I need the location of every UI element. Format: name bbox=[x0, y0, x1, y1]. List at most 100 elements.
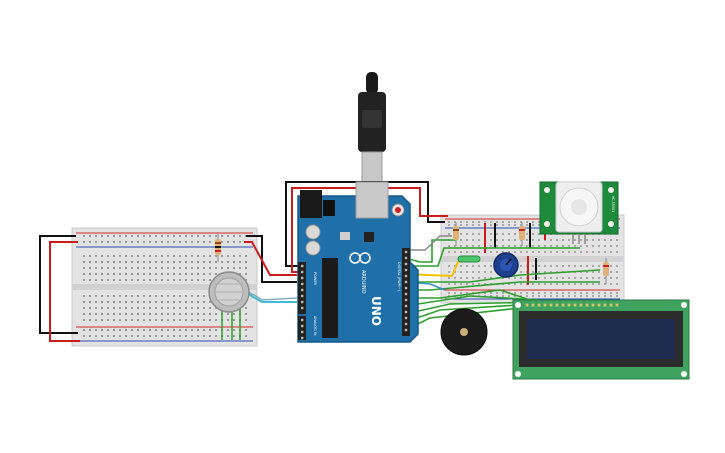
breadboard-hole bbox=[460, 265, 462, 267]
wire-aref-gray[interactable] bbox=[405, 235, 452, 251]
breadboard-hole bbox=[586, 265, 588, 267]
usb-cable[interactable] bbox=[358, 72, 386, 183]
led-green[interactable] bbox=[457, 255, 481, 263]
breadboard-hole bbox=[460, 224, 462, 226]
breadboard-hole bbox=[448, 251, 450, 253]
breadboard-hole bbox=[568, 295, 570, 297]
resistor-right-3[interactable] bbox=[603, 258, 609, 284]
breadboard-hole bbox=[197, 301, 199, 303]
wire-d12[interactable] bbox=[405, 247, 580, 267]
breadboard-hole bbox=[209, 241, 211, 243]
breadboard-hole bbox=[125, 273, 127, 275]
breadboard-hole bbox=[604, 239, 606, 241]
breadboard-hole bbox=[526, 251, 528, 253]
breadboard-hole bbox=[191, 279, 193, 281]
breadboard-hole bbox=[544, 271, 546, 273]
breadboard-hole bbox=[508, 224, 510, 226]
breadboard-hole bbox=[209, 319, 211, 321]
breadboard-hole bbox=[119, 313, 121, 315]
arduino-power-label: POWER bbox=[313, 272, 317, 286]
wire-left-vcc-loop[interactable] bbox=[49, 241, 80, 342]
breadboard-hole bbox=[179, 295, 181, 297]
breadboard-hole bbox=[89, 255, 91, 257]
breadboard-hole bbox=[107, 267, 109, 269]
lcd-pin bbox=[579, 303, 583, 307]
piezo-buzzer[interactable] bbox=[440, 308, 488, 356]
breadboard-hole bbox=[131, 261, 133, 263]
breadboard-hole bbox=[179, 241, 181, 243]
breadboard-hole bbox=[149, 313, 151, 315]
breadboard-hole bbox=[137, 295, 139, 297]
wire-d13[interactable] bbox=[404, 239, 455, 263]
breadboard-hole bbox=[454, 245, 456, 247]
breadboard-hole bbox=[526, 224, 528, 226]
wire-left-gnd-loop[interactable] bbox=[39, 235, 78, 334]
breadboard-hole bbox=[101, 335, 103, 337]
breadboard-hole bbox=[209, 301, 211, 303]
breadboard-hole bbox=[520, 295, 522, 297]
breadboard-hole bbox=[119, 261, 121, 263]
wire-d10[interactable] bbox=[405, 269, 601, 283]
arduino-power-header[interactable] bbox=[298, 262, 306, 314]
wire-left-vcc-to-arduino[interactable] bbox=[244, 241, 297, 276]
pir-sensor[interactable]: HC-SR501 bbox=[539, 181, 619, 244]
breadboard-hole bbox=[466, 251, 468, 253]
breadboard-hole bbox=[137, 235, 139, 237]
lcd-16x2[interactable] bbox=[512, 299, 690, 380]
breadboard-hole bbox=[191, 267, 193, 269]
breadboard-hole bbox=[532, 251, 534, 253]
arduino-pin bbox=[404, 280, 408, 284]
breadboard-hole bbox=[143, 279, 145, 281]
breadboard-hole bbox=[155, 301, 157, 303]
arduino-uno[interactable]: ARDUINO UNO DIGITAL (PWM~) POWER ANALOG … bbox=[297, 181, 419, 343]
resistor-left[interactable] bbox=[215, 234, 221, 262]
breadboard-hole bbox=[580, 271, 582, 273]
breadboard-hole bbox=[550, 271, 552, 273]
breadboard-hole bbox=[574, 277, 576, 279]
breadboard-hole bbox=[610, 292, 612, 294]
gas-sensor[interactable] bbox=[208, 271, 250, 340]
pir-label: HC-SR501 bbox=[611, 196, 615, 212]
wire-d7[interactable] bbox=[404, 295, 541, 307]
potentiometer[interactable] bbox=[493, 252, 519, 278]
breadboard-hole bbox=[538, 245, 540, 247]
breadboard-hole bbox=[550, 283, 552, 285]
breadboard-hole bbox=[143, 295, 145, 297]
breadboard-hole bbox=[209, 267, 211, 269]
breadboard-hole bbox=[496, 233, 498, 235]
breadboard-hole bbox=[149, 255, 151, 257]
wire-d8[interactable] bbox=[405, 289, 531, 301]
right-breadboard-center-channel bbox=[441, 256, 624, 262]
breadboard-hole bbox=[550, 277, 552, 279]
breadboard-hole bbox=[173, 301, 175, 303]
resistor-right-2[interactable] bbox=[519, 222, 525, 246]
breadboard-hole bbox=[101, 329, 103, 331]
breadboard-hole bbox=[143, 329, 145, 331]
breadboard-hole bbox=[197, 319, 199, 321]
resistor-right-1[interactable] bbox=[453, 222, 459, 246]
breadboard-hole bbox=[239, 235, 241, 237]
breadboard-hole bbox=[592, 239, 594, 241]
breadboard-hole bbox=[161, 307, 163, 309]
left-breadboard-center-channel bbox=[72, 284, 257, 290]
arduino-pin bbox=[404, 298, 408, 302]
breadboard-hole bbox=[233, 255, 235, 257]
breadboard-hole bbox=[209, 313, 211, 315]
breadboard-hole bbox=[203, 279, 205, 281]
breadboard-hole bbox=[107, 235, 109, 237]
breadboard-hole bbox=[101, 295, 103, 297]
breadboard-hole bbox=[526, 292, 528, 294]
breadboard-hole bbox=[209, 255, 211, 257]
breadboard-hole bbox=[580, 245, 582, 247]
breadboard-hole bbox=[173, 261, 175, 263]
breadboard-hole bbox=[460, 245, 462, 247]
arduino-digital-header[interactable] bbox=[402, 248, 410, 336]
arduino-pin bbox=[301, 282, 304, 286]
breadboard-hole bbox=[83, 235, 85, 237]
breadboard-hole bbox=[143, 335, 145, 337]
arduino-analog-header[interactable] bbox=[298, 316, 306, 340]
breadboard-hole bbox=[107, 295, 109, 297]
breadboard-hole bbox=[562, 277, 564, 279]
breadboard-hole bbox=[604, 283, 606, 285]
breadboard-hole bbox=[508, 245, 510, 247]
